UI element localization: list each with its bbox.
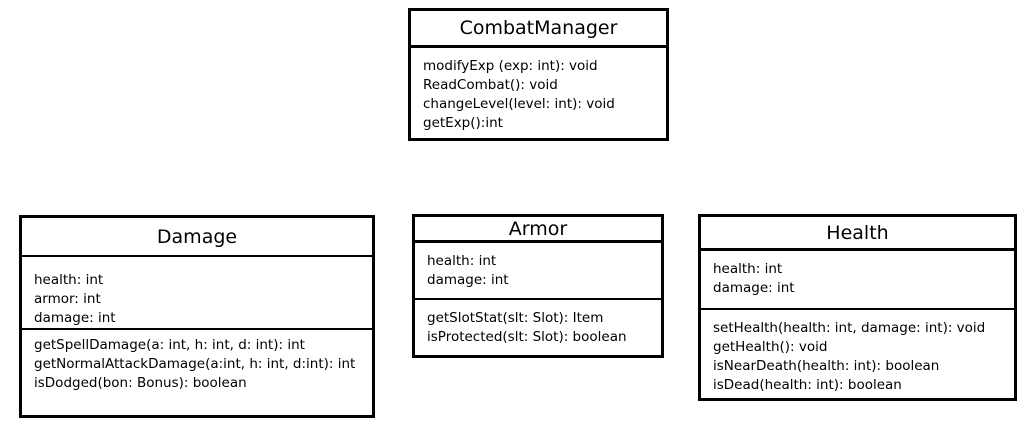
attribute: health: int <box>713 261 783 277</box>
class-damage: Damage health: int armor: int damage: in… <box>19 215 375 418</box>
attribute: health: int <box>427 253 497 269</box>
method: getNormalAttackDamage(a:int, h: int, d:i… <box>34 356 356 372</box>
method: modifyExp (exp: int): void <box>423 58 598 74</box>
method: getSlotStat(slt: Slot): Item <box>427 310 604 326</box>
class-health: Health health: int damage: int setHealth… <box>698 214 1017 401</box>
class-combatmanager: CombatManager modifyExp (exp: int): void… <box>408 8 669 141</box>
attributes-section: health: int damage: int <box>415 243 661 300</box>
methods-section: getSpellDamage(a: int, h: int, d: int): … <box>22 330 372 393</box>
attribute: health: int <box>34 272 104 288</box>
attribute: damage: int <box>34 310 116 326</box>
attributes-section: health: int damage: int <box>701 251 1014 310</box>
method: setHealth(health: int, damage: int): voi… <box>713 320 986 336</box>
class-armor: Armor health: int damage: int getSlotSta… <box>412 214 664 358</box>
method: getSpellDamage(a: int, h: int, d: int): … <box>34 337 305 353</box>
attribute: damage: int <box>427 272 509 288</box>
class-name: Damage <box>22 218 372 257</box>
method: isNearDeath(health: int): boolean <box>713 358 940 374</box>
method: isDead(health: int): boolean <box>713 377 902 393</box>
class-name: Armor <box>415 217 661 243</box>
attribute: damage: int <box>713 280 795 296</box>
method: changeLevel(level: int): void <box>423 96 615 112</box>
class-name: CombatManager <box>411 11 666 48</box>
methods-section: modifyExp (exp: int): void ReadCombat():… <box>411 48 666 133</box>
method: isDodged(bon: Bonus): boolean <box>34 375 247 391</box>
class-name: Health <box>701 217 1014 251</box>
method: getExp():int <box>423 115 503 131</box>
methods-section: getSlotStat(slt: Slot): Item isProtected… <box>415 300 661 347</box>
attributes-section: health: int armor: int damage: int <box>22 257 372 330</box>
method: getHealth(): void <box>713 339 828 355</box>
method: isProtected(slt: Slot): boolean <box>427 329 627 345</box>
method: ReadCombat(): void <box>423 77 558 93</box>
attribute: armor: int <box>34 291 101 307</box>
methods-section: setHealth(health: int, damage: int): voi… <box>701 310 1014 395</box>
